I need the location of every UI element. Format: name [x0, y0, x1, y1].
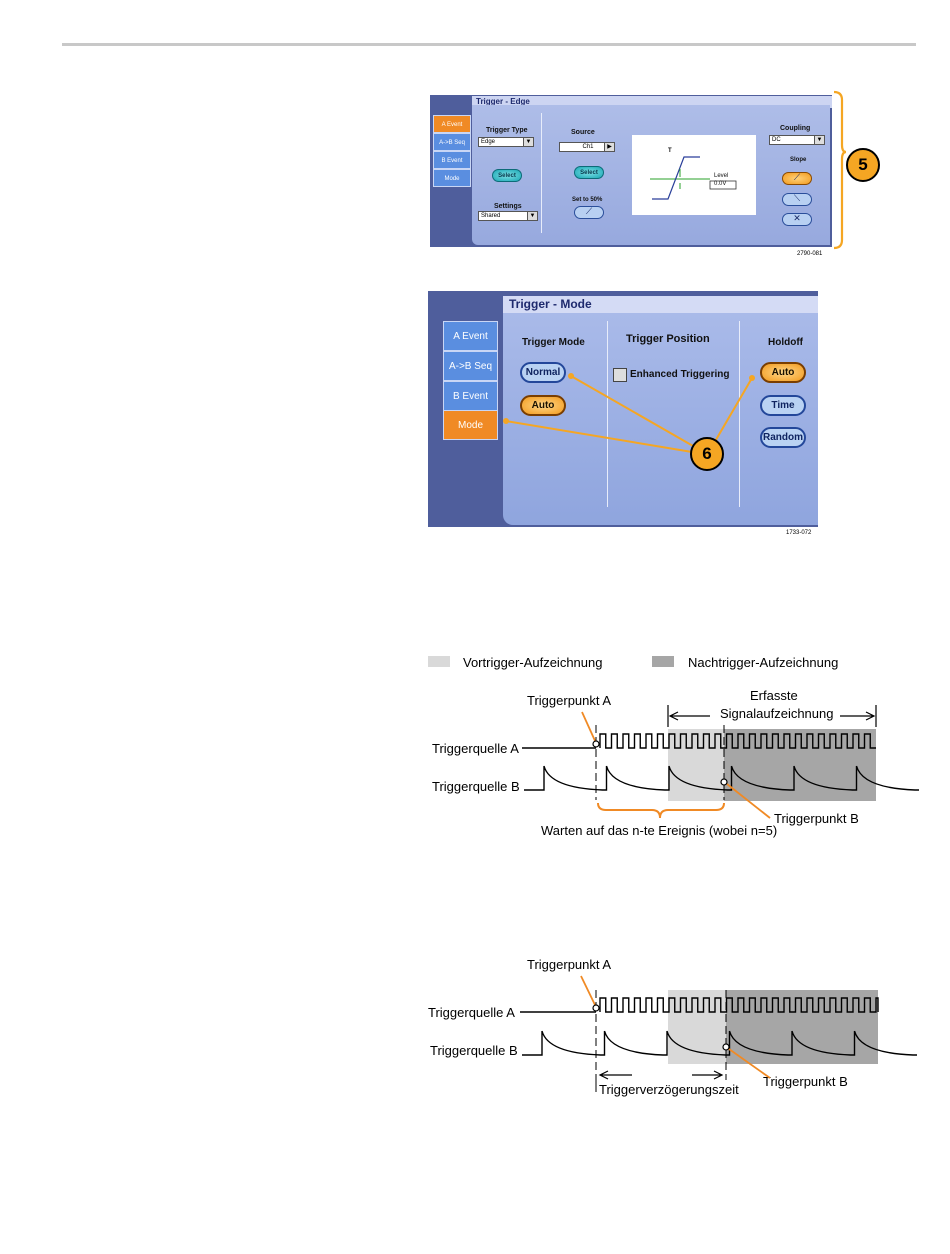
legend-post-label: Nachtrigger-Aufzeichnung — [688, 655, 839, 670]
tab-a-event[interactable]: A Event — [443, 321, 498, 351]
trigger-b-leader — [726, 783, 771, 819]
source-select[interactable]: Ch1 ▶ — [559, 142, 615, 152]
pre-trigger-region — [668, 990, 726, 1064]
trigger-b-point — [720, 778, 728, 786]
trigger-point-a-label: Triggerpunkt A — [527, 957, 612, 972]
trigger-a-point — [592, 1004, 600, 1012]
level-label: Level — [714, 173, 729, 179]
trigger-source-b-label: Triggerquelle B — [430, 1043, 518, 1058]
callout-badge-6: 6 — [690, 437, 724, 471]
divider — [739, 321, 740, 507]
acquired-label-line1: Erfasste — [750, 688, 798, 703]
trigger-a-point — [592, 740, 600, 748]
slope-either-button[interactable]: ✕ — [782, 213, 812, 226]
figure-code-mode: 1733-072 — [786, 530, 812, 536]
acq-left-arrow — [668, 711, 710, 721]
panel-title: Trigger - Mode — [503, 296, 818, 313]
trigger-edge-panel: Trigger - Edge A Event A->B Seq B Event … — [430, 95, 832, 247]
callout-lines-6 — [503, 373, 755, 455]
settings-value: Shared — [481, 213, 501, 219]
set-50-label: Set to 50% — [572, 197, 603, 203]
source-b-waveform — [522, 1030, 917, 1056]
source-a-waveform — [599, 733, 876, 749]
wait-nth-event-label: Warten auf das n-te Ereignis (wobei n=5) — [541, 823, 778, 838]
trigger-point-a-label: Triggerpunkt A — [527, 693, 612, 708]
edge-waveform — [650, 156, 737, 200]
divider — [607, 321, 608, 507]
trigger-a-leader — [580, 975, 597, 1008]
tab-b-event[interactable]: B Event — [443, 381, 498, 411]
trigger-point-b-label: Triggerpunkt B — [774, 811, 859, 826]
level-value[interactable]: 0.0V — [714, 181, 727, 187]
holdoff-time-button[interactable]: Time — [760, 395, 806, 416]
tab-a-b-seq[interactable]: A->B Seq — [443, 351, 498, 381]
trigger-b-leader — [728, 1048, 771, 1079]
callout-badge-5: 5 — [846, 148, 880, 182]
coupling-label: Coupling — [780, 125, 811, 132]
enhanced-triggering-checkbox[interactable] — [613, 368, 627, 382]
divider — [541, 113, 542, 233]
trigger-b-point — [722, 1043, 730, 1051]
trigger-mode-label: Trigger Mode — [522, 337, 585, 348]
dropdown-arrow-icon: ▼ — [527, 212, 537, 220]
trigger-mode-auto-button[interactable]: Auto — [520, 395, 566, 416]
trigger-source-b-label: Triggerquelle B — [432, 779, 520, 794]
tab-a-b-seq[interactable]: A->B Seq — [433, 133, 471, 151]
holdoff-random-button[interactable]: Random — [760, 427, 806, 448]
acq-right-arrow — [840, 711, 876, 721]
source-value: Ch1 — [582, 144, 594, 150]
acquired-label-line2: Signalaufzeichnung — [720, 706, 834, 721]
trigger-source-a-label: Triggerquelle A — [432, 741, 519, 756]
play-arrow-icon: ▶ — [604, 143, 614, 151]
holdoff-auto-button[interactable]: Auto — [760, 362, 806, 383]
edge-content: Trigger Type Edge ▼ Select Settings Shar… — [472, 105, 830, 245]
wait-brace — [597, 802, 725, 819]
slope-falling-button[interactable]: ⟍ — [782, 193, 812, 206]
legend-pre-swatch — [428, 656, 450, 667]
trigger-type-value: Edge — [481, 139, 496, 145]
coupling-select[interactable]: DC ▼ — [769, 135, 825, 145]
settings-select[interactable]: Shared ▼ — [478, 211, 538, 221]
holdoff-label: Holdoff — [768, 337, 803, 348]
trigger-mode-normal-button[interactable]: Normal — [520, 362, 566, 383]
header-rule — [62, 43, 916, 46]
source-select-button[interactable]: Select — [574, 166, 604, 179]
trigger-position-label: Trigger Position — [626, 333, 710, 345]
mode-content: Trigger Mode Normal Auto Trigger Positio… — [503, 313, 818, 525]
slope-rising-button[interactable]: ⟋ — [782, 172, 812, 185]
legend-post-swatch — [652, 656, 674, 667]
delay-right-arrow — [692, 1070, 724, 1080]
trigger-mode-panel: Trigger - Mode A Event A->B Seq B Event … — [428, 291, 818, 527]
trigger-type-select[interactable]: Edge ▼ — [478, 137, 534, 147]
source-b-waveform — [524, 765, 919, 791]
dropdown-arrow-icon: ▼ — [523, 138, 533, 146]
source-label: Source — [571, 129, 595, 136]
trigger-level-graph: T Level 0.0V — [632, 135, 756, 215]
figure-code-edge: 2790-081 — [797, 251, 823, 257]
coupling-value: DC — [772, 137, 781, 143]
enhanced-triggering-label: Enhanced Triggering — [630, 369, 730, 380]
tab-a-event[interactable]: A Event — [433, 115, 471, 133]
trigger-a-leader — [581, 711, 597, 744]
trigger-delay-time-label: Triggerverzögerungszeit — [599, 1082, 739, 1097]
tab-mode[interactable]: Mode — [433, 169, 471, 187]
trigger-type-select-button[interactable]: Select — [492, 169, 522, 182]
slope-label: Slope — [790, 157, 807, 163]
legend-pre-label: Vortrigger-Aufzeichnung — [463, 655, 603, 670]
trigger-source-a-label: Triggerquelle A — [428, 1005, 515, 1020]
source-a-waveform — [599, 997, 879, 1013]
graph-t-label: T — [668, 148, 672, 154]
tab-mode[interactable]: Mode — [443, 410, 498, 440]
dropdown-arrow-icon: ▼ — [814, 136, 824, 144]
set-50-button[interactable]: ⟋ — [574, 206, 604, 219]
trigger-point-b-label: Triggerpunkt B — [763, 1074, 848, 1089]
settings-label: Settings — [494, 203, 522, 210]
callout-bracket-5 — [833, 90, 847, 250]
delay-left-arrow — [598, 1070, 632, 1080]
tab-b-event[interactable]: B Event — [433, 151, 471, 169]
trigger-type-label: Trigger Type — [486, 127, 528, 134]
